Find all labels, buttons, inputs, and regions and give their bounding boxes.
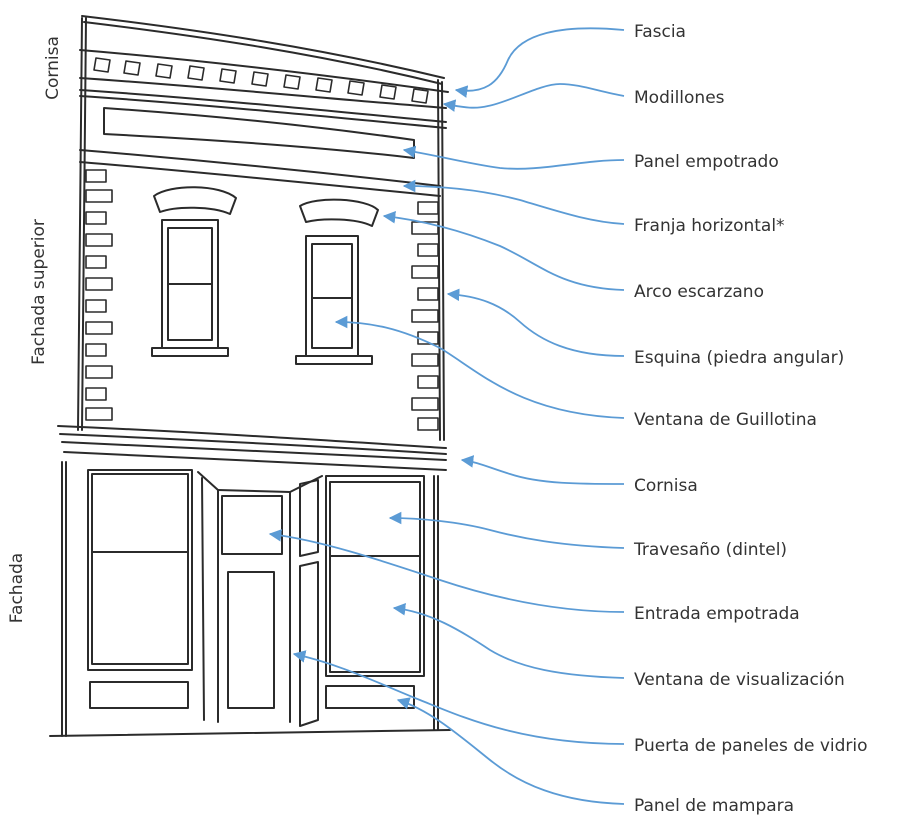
arrow-travesano xyxy=(388,511,625,549)
label-cornisa: Cornisa xyxy=(634,476,698,496)
label-travesano: Travesaño (dintel) xyxy=(633,540,787,560)
label-ventana-visualizacion: Ventana de visualización xyxy=(634,670,845,690)
label-panel-mampara: Panel de mampara xyxy=(634,796,794,816)
label-ventana-guillotina: Ventana de Guillotina xyxy=(634,410,817,430)
arrow-fascia xyxy=(454,27,625,98)
arrow-puerta-paneles xyxy=(292,650,625,745)
arrow-esquina xyxy=(446,288,625,357)
arrow-modillones xyxy=(442,83,625,112)
label-fascia: Fascia xyxy=(634,22,686,42)
label-entrada-empotrada: Entrada empotrada xyxy=(634,604,800,624)
label-franja-horizontal: Franja horizontal* xyxy=(634,216,785,236)
arrow-arco-escarzano xyxy=(382,210,625,291)
building-drawing xyxy=(49,15,451,737)
label-puerta-paneles: Puerta de paneles de vidrio xyxy=(634,736,868,756)
arrow-ventana-visualizacion xyxy=(392,602,625,679)
quoins-left xyxy=(85,169,113,421)
callout-arrows xyxy=(268,27,625,805)
label-modillones: Modillones xyxy=(634,88,725,108)
arrow-panel-mampara xyxy=(396,697,625,805)
side-label-fachada: Fachada xyxy=(7,553,27,623)
arrow-cornisa xyxy=(460,455,625,485)
label-esquina: Esquina (piedra angular) xyxy=(634,348,844,368)
arrow-panel-empotrado xyxy=(402,145,625,170)
label-arco-escarzano: Arco escarzano xyxy=(634,282,764,302)
side-label-fachada-superior: Fachada superior xyxy=(29,219,49,365)
side-label-cornisa: Cornisa xyxy=(43,36,63,100)
quoins-right xyxy=(411,201,439,431)
label-panel-empotrado: Panel empotrado xyxy=(634,152,779,172)
callout-labels: Fascia Modillones Panel empotrado Franja… xyxy=(633,22,868,816)
arrow-franja-horizontal xyxy=(402,179,625,225)
arrow-entrada-empotrada xyxy=(268,529,625,613)
arrow-ventana-guillotina xyxy=(334,315,625,419)
modillions xyxy=(93,57,429,104)
